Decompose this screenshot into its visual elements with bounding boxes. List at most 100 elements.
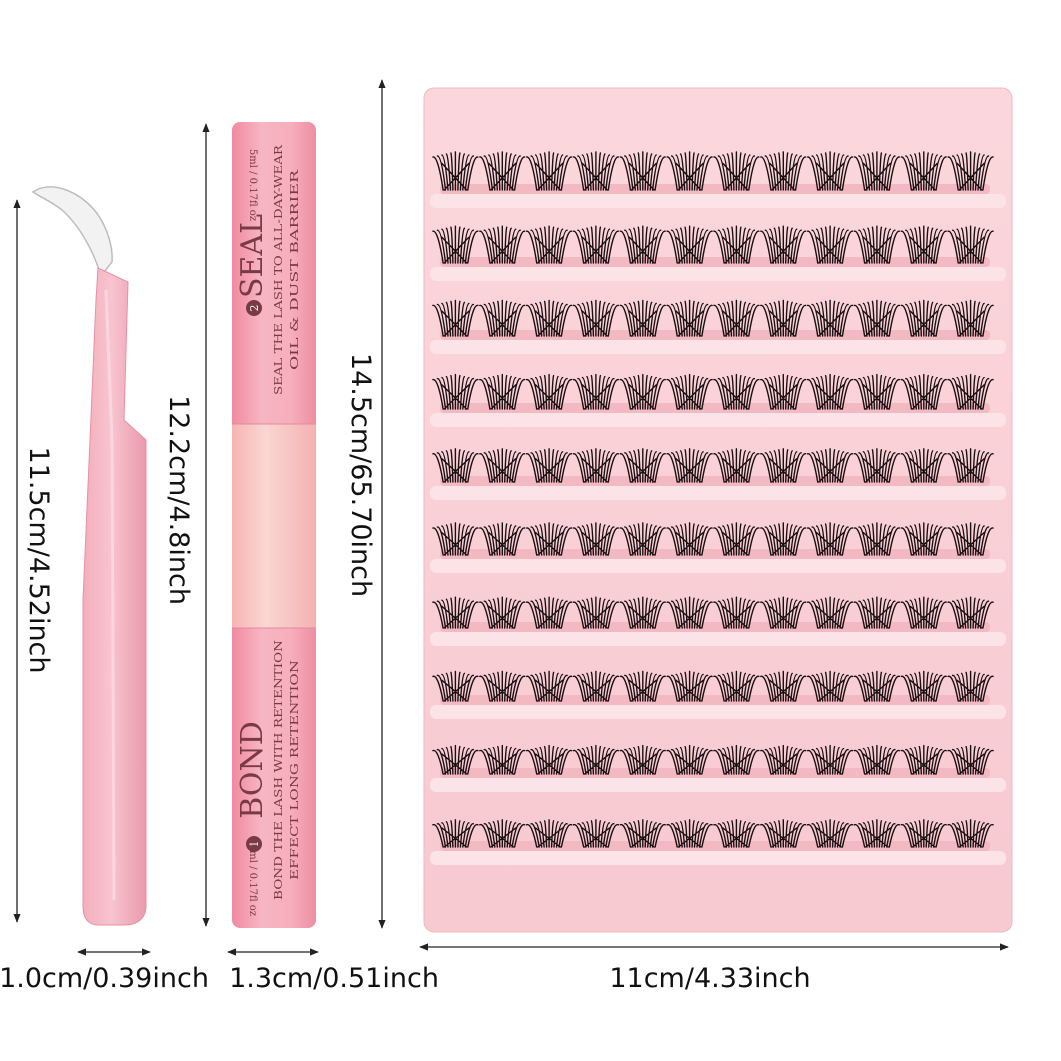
lash-cluster bbox=[900, 522, 947, 556]
lash-cluster bbox=[432, 596, 479, 629]
lash-cluster bbox=[947, 744, 994, 775]
lash-fibres bbox=[853, 151, 901, 191]
lash-fibres bbox=[666, 373, 713, 410]
lash-cluster bbox=[572, 522, 620, 556]
lash-cluster bbox=[713, 299, 760, 337]
lash-fibres bbox=[479, 448, 526, 483]
lash-fibres bbox=[806, 744, 854, 775]
lash-strip-base bbox=[440, 768, 990, 778]
lash-cluster bbox=[572, 448, 620, 483]
lash-fibres bbox=[432, 819, 479, 848]
lash-cluster bbox=[713, 596, 760, 629]
lash-fibres bbox=[900, 448, 947, 483]
lash-fibres bbox=[479, 670, 526, 702]
lash-fibres bbox=[713, 225, 760, 264]
lash-fibres bbox=[666, 744, 713, 775]
lash-cluster bbox=[760, 151, 807, 191]
lash-fibres bbox=[947, 373, 994, 410]
lash-fibres bbox=[525, 819, 573, 848]
lash-cluster bbox=[760, 522, 807, 556]
lash-fibres bbox=[572, 151, 620, 191]
lash-cluster bbox=[619, 225, 666, 264]
lash-cluster bbox=[900, 373, 947, 410]
lash-fibres bbox=[760, 522, 807, 556]
lash-cluster bbox=[432, 670, 479, 702]
lash-cluster bbox=[806, 151, 854, 191]
lash-cluster bbox=[525, 670, 573, 702]
lash-cluster bbox=[432, 819, 479, 848]
lash-tray bbox=[423, 87, 1013, 933]
lash-cluster bbox=[666, 522, 713, 556]
bond-number: 1 bbox=[248, 841, 261, 848]
lash-fibres bbox=[479, 299, 526, 337]
lash-cluster bbox=[853, 670, 901, 702]
lash-fibres bbox=[619, 448, 666, 483]
lash-fibres bbox=[713, 373, 760, 410]
lash-fibres bbox=[432, 299, 479, 337]
lash-strip-base bbox=[440, 403, 990, 413]
pen-seal-label: 2 SEAL SEAL THE LASH TO ALL-DAY-WEAR OIL… bbox=[235, 144, 301, 395]
tray-shelf bbox=[430, 705, 1006, 719]
lash-cluster bbox=[479, 596, 526, 629]
lash-cluster bbox=[900, 225, 947, 264]
lash-cluster bbox=[900, 448, 947, 483]
lash-fibres bbox=[525, 522, 573, 556]
lash-fibres bbox=[666, 819, 713, 848]
lash-cluster bbox=[572, 373, 620, 410]
lash-cluster bbox=[666, 448, 713, 483]
lash-cluster bbox=[572, 670, 620, 702]
lash-fibres bbox=[619, 596, 666, 629]
lash-fibres bbox=[760, 299, 807, 337]
lash-strip-base bbox=[440, 549, 990, 559]
lash-fibres bbox=[666, 299, 713, 337]
lash-cluster bbox=[666, 596, 713, 629]
lash-fibres bbox=[619, 225, 666, 264]
lash-cluster bbox=[479, 299, 526, 337]
seal-line2: OIL & DUST BARRIER bbox=[288, 169, 301, 370]
lash-cluster bbox=[806, 596, 854, 629]
lash-fibres bbox=[572, 522, 620, 556]
seal-volume: 5ml / 0.17fl oz bbox=[247, 149, 258, 221]
lash-fibres bbox=[572, 744, 620, 775]
lash-cluster bbox=[853, 596, 901, 629]
lash-cluster bbox=[432, 522, 479, 556]
lash-strip-base bbox=[440, 841, 990, 851]
lash-fibres bbox=[525, 448, 573, 483]
lash-cluster bbox=[525, 151, 573, 191]
tray-shelf bbox=[430, 851, 1006, 865]
lash-fibres bbox=[713, 670, 760, 702]
lash-cluster bbox=[853, 373, 901, 410]
lash-fibres bbox=[806, 373, 854, 410]
lash-fibres bbox=[947, 448, 994, 483]
lash-fibres bbox=[806, 522, 854, 556]
lash-fibres bbox=[853, 299, 901, 337]
lash-cluster bbox=[900, 596, 947, 629]
tray-width-label: 11cm/4.33inch bbox=[609, 963, 810, 994]
lash-fibres bbox=[713, 448, 760, 483]
pen-middle-band bbox=[232, 424, 316, 628]
tweezers-tip bbox=[31, 186, 113, 278]
lash-fibres bbox=[760, 151, 807, 191]
lash-cluster bbox=[666, 151, 713, 191]
lash-fibres bbox=[479, 596, 526, 629]
lash-fibres bbox=[479, 225, 526, 264]
lash-fibres bbox=[432, 596, 479, 629]
lash-cluster bbox=[432, 448, 479, 483]
lash-cluster bbox=[947, 151, 994, 191]
tweezers-body bbox=[82, 267, 147, 926]
lash-fibres bbox=[713, 819, 760, 848]
lash-cluster bbox=[947, 448, 994, 483]
pen-height-label: 12.2cm/4.8inch bbox=[163, 395, 194, 605]
lash-cluster bbox=[479, 448, 526, 483]
adhesive-pen: 2 SEAL SEAL THE LASH TO ALL-DAY-WEAR OIL… bbox=[232, 122, 316, 928]
lash-fibres bbox=[947, 744, 994, 775]
lash-cluster bbox=[806, 225, 854, 264]
lash-fibres bbox=[900, 819, 947, 848]
lash-strip-base bbox=[440, 330, 990, 340]
lash-fibres bbox=[947, 670, 994, 702]
lash-cluster bbox=[806, 744, 854, 775]
lash-cluster bbox=[713, 819, 760, 848]
lash-fibres bbox=[525, 596, 573, 629]
tray-shelf bbox=[430, 194, 1006, 208]
lash-fibres bbox=[713, 744, 760, 775]
